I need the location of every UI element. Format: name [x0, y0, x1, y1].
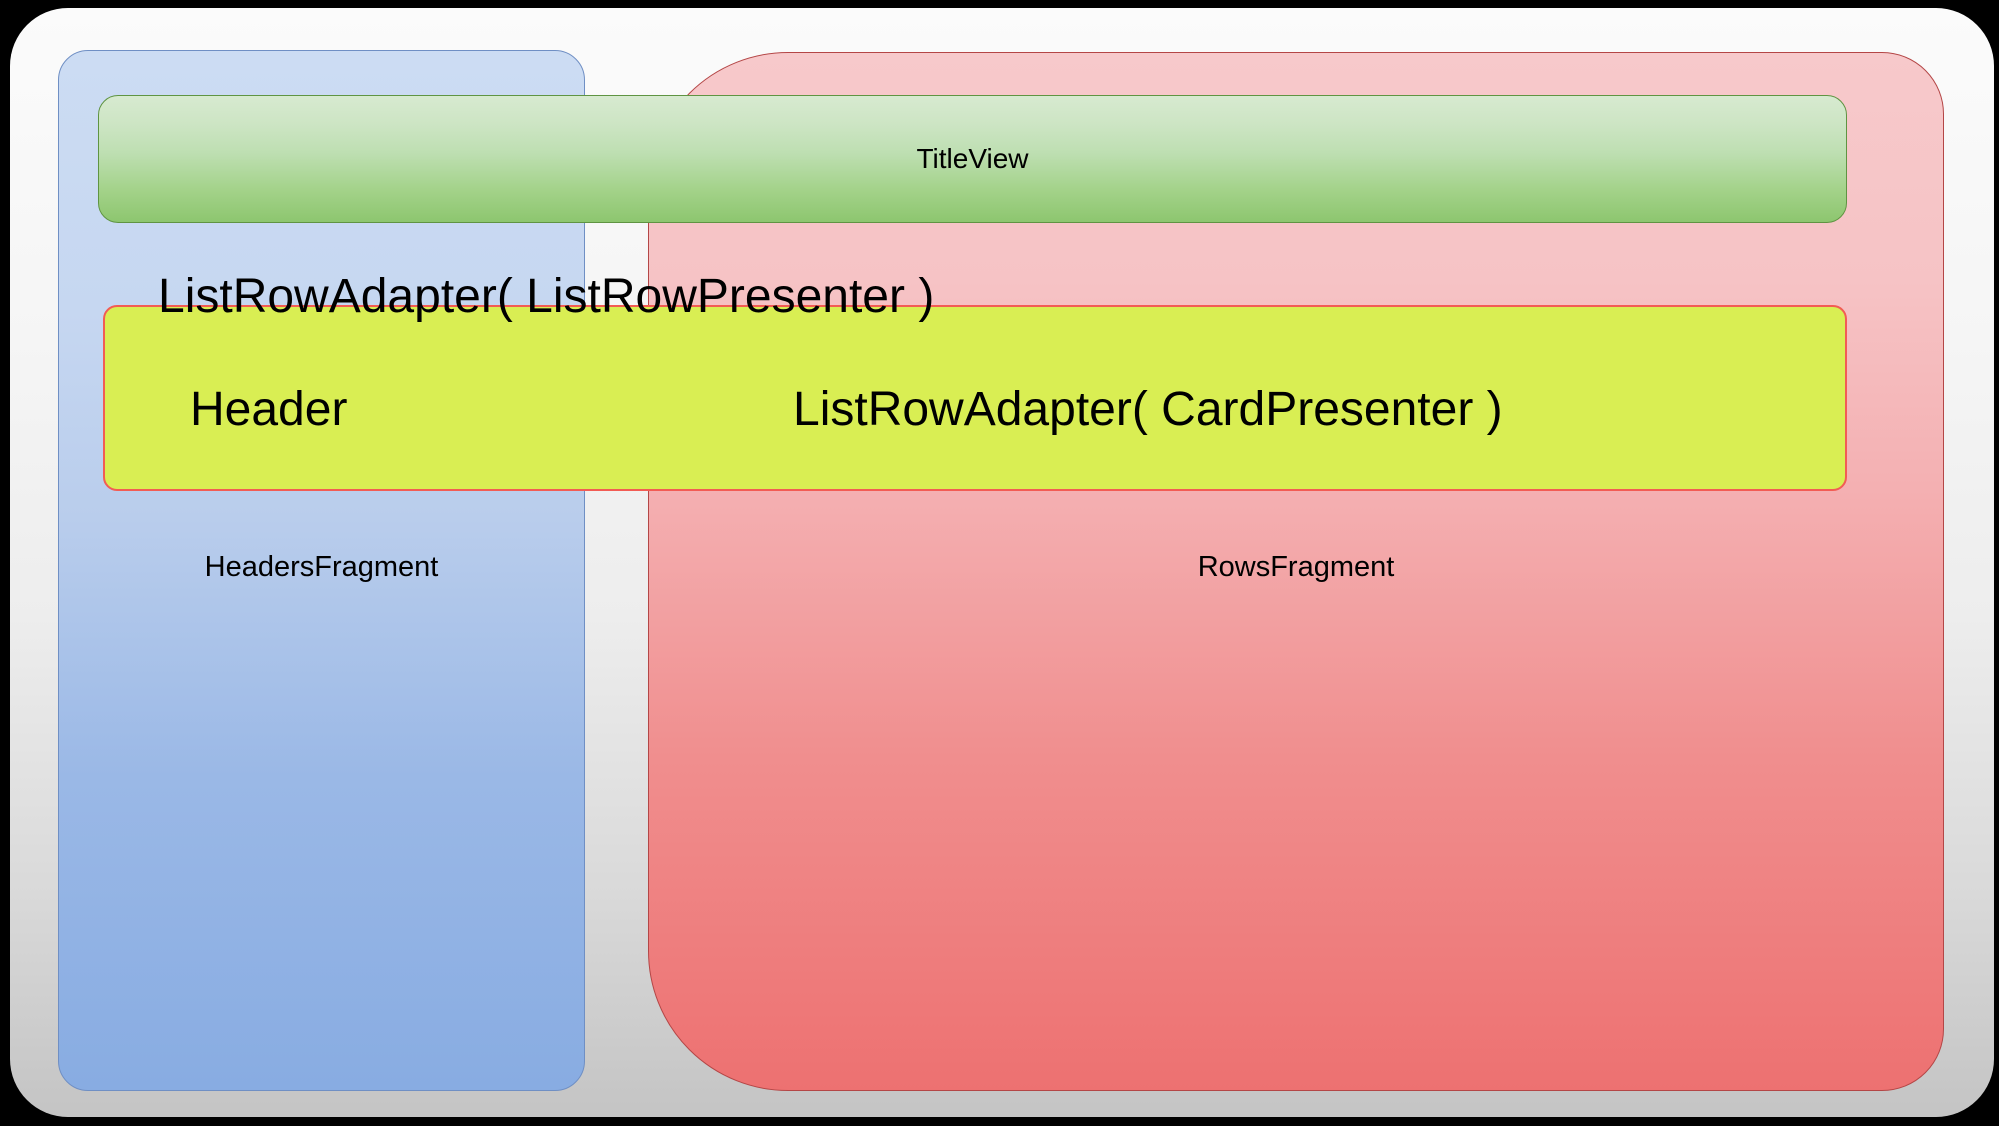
list-row-adapter-card-presenter-label: ListRowAdapter( CardPresenter )	[793, 383, 1503, 436]
rows-fragment-label: RowsFragment	[1197, 551, 1395, 583]
title-view-label: TitleView	[916, 143, 1029, 174]
title-view-bar[interactable]: TitleView	[98, 95, 1847, 223]
rows-fragment-panel[interactable]	[648, 52, 1944, 1091]
header-label: Header	[190, 383, 348, 436]
list-row-adapter-presenter-label: ListRowAdapter( ListRowPresenter )	[158, 270, 935, 323]
list-row-adapter-box[interactable]	[103, 305, 1847, 491]
browse-fragment-container: HeadersFragment RowsFragment TitleView L…	[10, 8, 1994, 1117]
headers-fragment-label: HeadersFragment	[204, 551, 439, 583]
headers-fragment-panel[interactable]	[58, 50, 585, 1091]
